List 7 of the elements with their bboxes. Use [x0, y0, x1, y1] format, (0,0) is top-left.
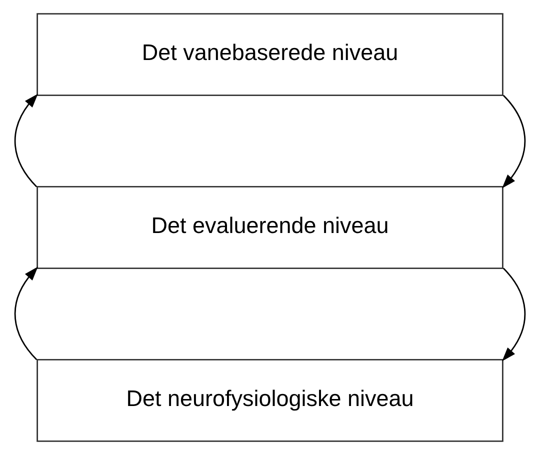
node-box: Det neurofysiologiske niveau: [36, 358, 503, 442]
arrow: [502, 94, 526, 188]
arrow: [14, 94, 38, 188]
arrow: [14, 266, 38, 360]
arrow: [502, 268, 526, 362]
node-box: Det vanebaserede niveau: [36, 13, 503, 96]
node-box: Det evaluerende niveau: [36, 186, 503, 269]
